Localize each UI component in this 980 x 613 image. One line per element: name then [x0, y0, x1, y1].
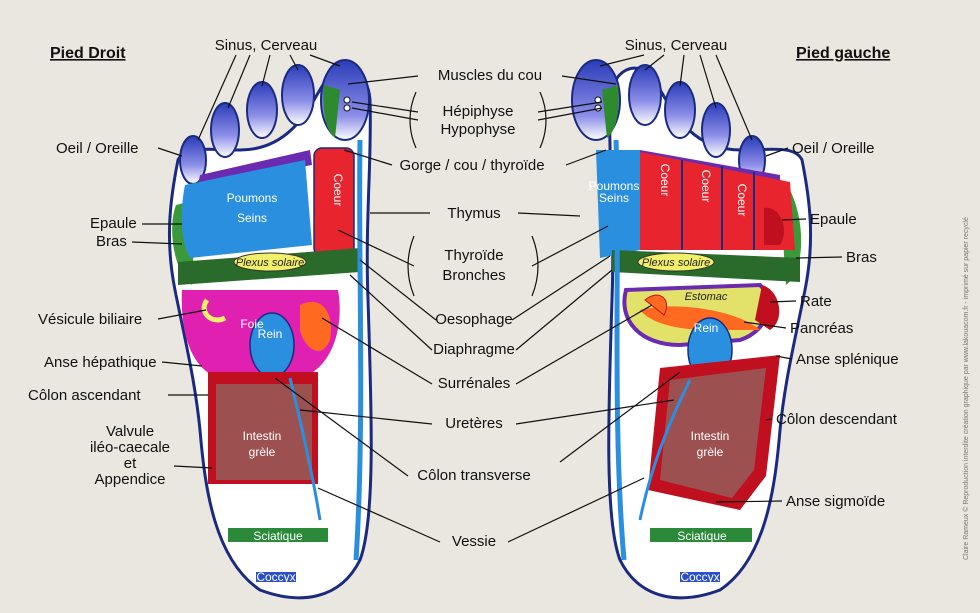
- label-hypophyse: Hypophyse: [440, 121, 515, 138]
- label-valvule-1: Valvule: [106, 423, 154, 440]
- label-valvule-2: iléo-caecale: [90, 439, 170, 456]
- label-muscles-cou: Muscles du cou: [438, 67, 542, 84]
- right-pituitary-dot-2: [344, 105, 350, 111]
- label-vesicule: Vésicule biliaire: [38, 311, 142, 328]
- right-zone-label-rein: Rein: [258, 327, 283, 341]
- left-side-labels: Oeil / Oreille Epaule Bras Vésicule bili…: [28, 140, 170, 488]
- label-thymus: Thymus: [447, 205, 500, 222]
- label-sinus-right: Sinus, Cerveau: [625, 37, 728, 54]
- label-anse-splenique: Anse splénique: [796, 351, 899, 368]
- right-zone-label-plexus: Plexus solaire: [236, 257, 304, 269]
- left-zone-label-intestin-2: grèle: [697, 445, 724, 459]
- left-zone-label-coeur-2: Coeur: [699, 170, 713, 203]
- label-oeil-right: Oeil / Oreille: [792, 140, 875, 157]
- label-rate: Rate: [800, 293, 832, 310]
- right-toe-2: [282, 65, 314, 125]
- right-zone-label-sciatique: Sciatique: [253, 529, 303, 543]
- left-toe-3: [665, 82, 695, 138]
- label-diaphragme: Diaphragme: [433, 341, 515, 358]
- label-pancreas: Pancréas: [790, 320, 853, 337]
- label-thyroide: Thyroïde: [444, 247, 503, 264]
- left-zone-label-coeur-3: Coeur: [735, 184, 749, 217]
- label-colon-transverse: Côlon transverse: [417, 467, 530, 484]
- title-right-foot: Pied Droit: [50, 45, 126, 62]
- label-gorge: Gorge / cou / thyroïde: [399, 157, 544, 174]
- label-anse-hepatique: Anse hépathique: [44, 354, 157, 371]
- label-anse-sigmoide: Anse sigmoïde: [786, 493, 885, 510]
- label-surrenales: Surrénales: [438, 375, 511, 392]
- label-hepiphyse: Hépiphyse: [443, 103, 514, 120]
- label-bras-right: Bras: [846, 249, 877, 266]
- left-zone-label-rein: Rein: [694, 321, 719, 335]
- left-toe-4: [702, 103, 730, 157]
- left-foot: Poumons Seins Coeur Coeur Coeur Plexus s…: [572, 60, 811, 598]
- right-toe-3: [247, 82, 277, 138]
- left-zone-label-estomac: Estomac: [685, 291, 728, 303]
- label-bronches: Bronches: [442, 267, 505, 284]
- right-pituitary-dot-1: [344, 97, 350, 103]
- label-bras-left: Bras: [96, 233, 127, 250]
- label-colon-ascendant: Côlon ascendant: [28, 387, 141, 404]
- left-zone-label-seins: Seins: [599, 191, 629, 205]
- left-zone-label-coccyx: Coccyx: [680, 570, 719, 584]
- right-toe-4: [211, 103, 239, 157]
- label-colon-descendant: Côlon descendant: [776, 411, 898, 428]
- right-zone-label-coccyx: Coccyx: [256, 570, 295, 584]
- label-vessie: Vessie: [452, 533, 496, 550]
- left-zone-label-sciatique: Sciatique: [677, 529, 727, 543]
- title-left-foot: Pied gauche: [796, 45, 890, 62]
- label-ureteres: Uretères: [445, 415, 503, 432]
- left-zone-label-plexus: Plexus solaire: [642, 257, 710, 269]
- right-zone-label-intestin-2: grèle: [249, 445, 276, 459]
- left-toe-2: [629, 65, 661, 125]
- label-epaule-right: Epaule: [810, 211, 857, 228]
- right-zone-label-poumons: Poumons: [227, 191, 278, 205]
- label-oeil-left: Oeil / Oreille: [56, 140, 139, 157]
- label-sinus-left: Sinus, Cerveau: [215, 37, 318, 54]
- left-zone-label-intestin-1: Intestin: [691, 429, 730, 443]
- label-valvule-3: et: [124, 455, 137, 472]
- left-zone-label-coeur-1: Coeur: [658, 164, 672, 197]
- right-zone-label-seins: Seins: [237, 211, 267, 225]
- label-valvule-4: Appendice: [95, 471, 166, 488]
- label-oesophage: Oesophage: [435, 311, 513, 328]
- right-zone-label-intestin-1: Intestin: [243, 429, 282, 443]
- right-zone-label-coeur: Coeur: [331, 174, 345, 207]
- label-epaule-left: Epaule: [90, 215, 137, 232]
- credit-text: Claire Rameux © Reproduction interdite c…: [962, 217, 970, 560]
